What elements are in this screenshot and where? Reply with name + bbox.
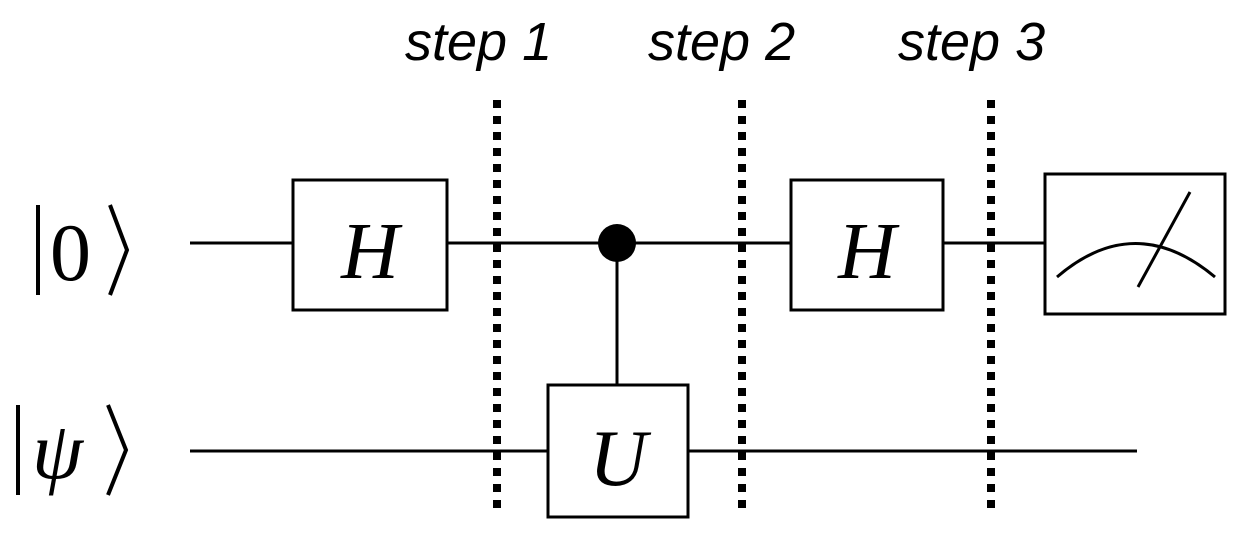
hadamard-gate-2-label: H	[837, 208, 900, 296]
qubit-psi-ket: ψ	[16, 404, 129, 496]
qubit-0-symbol: 0	[50, 207, 91, 298]
meter-icon	[1043, 172, 1227, 316]
u-gate-label: U	[589, 415, 652, 503]
qubit-psi-symbol: ψ	[32, 405, 85, 496]
qubit-0-ket: 0	[36, 204, 130, 298]
controlled-u-gate: U	[546, 383, 690, 519]
control-dot-icon	[598, 224, 636, 262]
hadamard-gate-1: H	[291, 178, 449, 312]
hadamard-gate-1-label: H	[340, 208, 403, 296]
step-1-label: step 1	[405, 12, 552, 72]
step-3-label: step 3	[898, 12, 1045, 72]
step-2-label: step 2	[648, 12, 795, 72]
hadamard-gate-2: H	[789, 178, 945, 312]
